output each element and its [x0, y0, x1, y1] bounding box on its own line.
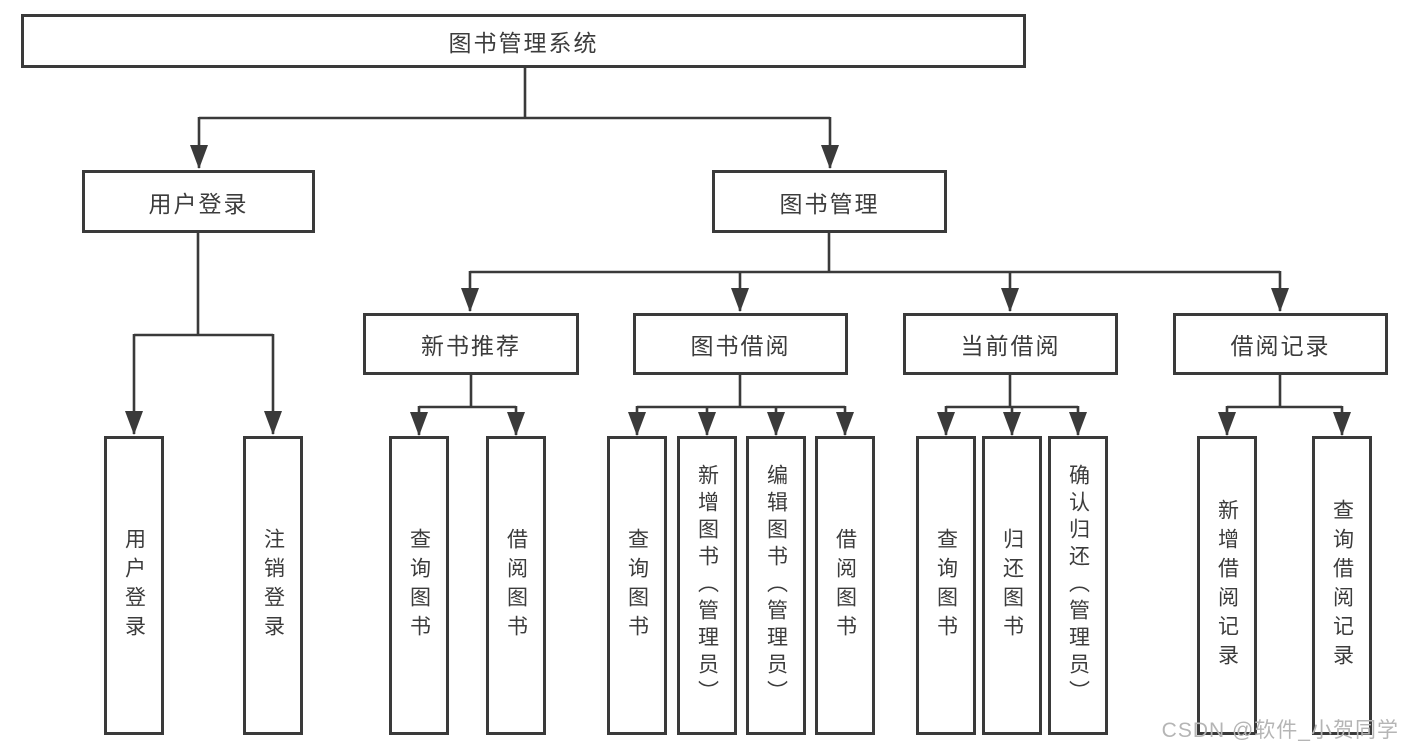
leaf-user-login-label: 用户登录	[122, 527, 146, 644]
leaf-borrow-book-label: 借阅图书	[833, 527, 857, 644]
leaf-current-return: 归还图书	[982, 436, 1042, 735]
leaf-newbooks-query: 查询图书	[389, 436, 449, 735]
node-book-borrow: 图书借阅	[633, 313, 848, 375]
node-borrow-records-label: 借阅记录	[1230, 333, 1331, 359]
leaf-current-query-label: 查询图书	[934, 527, 958, 644]
leaf-borrow-add-admin: 新增图书（管理员）	[677, 436, 737, 735]
node-book-management-label: 图书管理	[779, 190, 880, 217]
node-user-login: 用户登录	[82, 170, 315, 233]
node-user-login-label: 用户登录	[148, 190, 249, 217]
node-current-borrow: 当前借阅	[903, 313, 1118, 375]
node-book-borrow-label: 图书借阅	[690, 333, 791, 359]
leaf-logout: 注销登录	[243, 436, 303, 735]
leaf-user-login: 用户登录	[104, 436, 164, 735]
node-book-management: 图书管理	[712, 170, 947, 233]
leaf-borrow-edit-admin: 编辑图书（管理员）	[746, 436, 806, 735]
node-new-books-label: 新书推荐	[421, 333, 521, 359]
leaf-newbooks-query-label: 查询图书	[407, 527, 431, 644]
leaf-current-query: 查询图书	[916, 436, 976, 735]
leaf-records-add-label: 新增借阅记录	[1215, 498, 1239, 673]
leaf-records-query: 查询借阅记录	[1312, 436, 1372, 735]
node-root: 图书管理系统	[21, 14, 1026, 68]
leaf-current-confirm-admin-label: 确认归还（管理员）	[1066, 464, 1090, 707]
leaf-records-query-label: 查询借阅记录	[1330, 498, 1354, 673]
leaf-newbooks-borrow-label: 借阅图书	[504, 527, 528, 644]
leaf-borrow-book: 借阅图书	[815, 436, 875, 735]
leaf-newbooks-borrow: 借阅图书	[486, 436, 546, 735]
leaf-logout-label: 注销登录	[261, 527, 285, 644]
node-borrow-records: 借阅记录	[1173, 313, 1388, 375]
leaf-records-add: 新增借阅记录	[1197, 436, 1257, 735]
leaf-current-confirm-admin: 确认归还（管理员）	[1048, 436, 1108, 735]
node-current-borrow-label: 当前借阅	[960, 333, 1061, 359]
leaf-current-return-label: 归还图书	[1000, 527, 1024, 644]
leaf-borrow-query: 查询图书	[607, 436, 667, 735]
leaf-borrow-add-admin-label: 新增图书（管理员）	[695, 464, 719, 707]
node-new-books: 新书推荐	[363, 313, 579, 375]
leaf-borrow-query-label: 查询图书	[625, 527, 649, 644]
node-root-label: 图书管理系统	[448, 30, 599, 56]
leaf-borrow-edit-admin-label: 编辑图书（管理员）	[764, 464, 788, 707]
csdn-watermark: CSDN @软件_小贺同学	[1161, 719, 1399, 742]
